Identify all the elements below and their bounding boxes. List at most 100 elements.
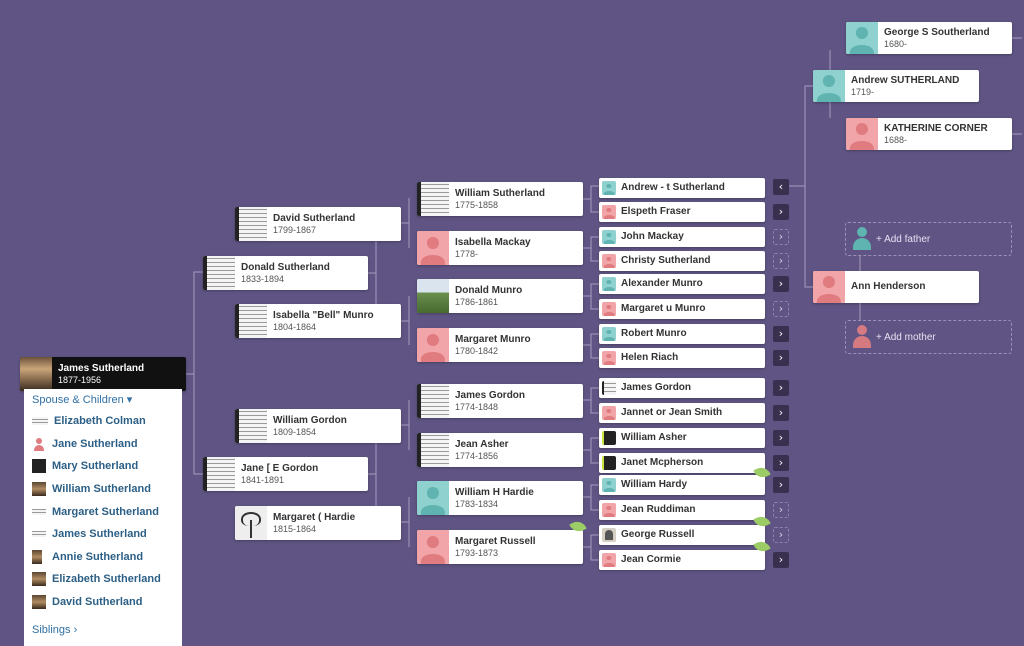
- person-card[interactable]: Andrew SUTHERLAND 1719-: [813, 70, 979, 102]
- person-card-small[interactable]: Janet Mcpherson: [599, 453, 765, 473]
- person-name: Jean Cormie: [621, 554, 682, 565]
- expand-arrow-button[interactable]: ›: [773, 455, 789, 471]
- person-name: Helen Riach: [621, 352, 679, 363]
- person-card-small[interactable]: William Hardy: [599, 475, 765, 495]
- female-silhouette-icon: [602, 553, 616, 567]
- person-card-father[interactable]: Donald Sutherland 1833-1894: [203, 256, 368, 290]
- person-card-small[interactable]: Robert Munro: [599, 324, 765, 344]
- tree-icon: [235, 506, 267, 540]
- person-card-small[interactable]: Andrew - t Sutherland: [599, 178, 765, 198]
- person-card[interactable]: Isabella "Bell" Munro 1804-1864: [235, 304, 401, 338]
- person-name: Margaret Russell: [455, 535, 536, 547]
- record-thumbnail: [235, 207, 267, 241]
- child-item[interactable]: David Sutherland: [24, 591, 182, 614]
- person-name: Elspeth Fraser: [621, 206, 691, 217]
- spouse-children-toggle[interactable]: Spouse & Children ▾: [32, 394, 133, 406]
- expand-arrow-button[interactable]: ›: [773, 502, 789, 518]
- child-item[interactable]: Margaret Sutherland: [24, 500, 182, 523]
- person-card-small[interactable]: Helen Riach: [599, 348, 765, 368]
- person-name: Margaret Munro: [455, 333, 531, 345]
- female-silhouette-icon: [602, 503, 616, 517]
- person-dates: 1815-1864: [273, 523, 317, 534]
- expand-arrow-button[interactable]: ›: [773, 253, 789, 269]
- female-silhouette-icon: [602, 406, 616, 420]
- person-dates: 1775-1858: [455, 199, 499, 210]
- child-name: William Sutherland: [52, 483, 151, 496]
- person-card-small[interactable]: George Russell: [599, 525, 765, 545]
- expand-arrow-button[interactable]: ›: [773, 204, 789, 220]
- male-silhouette-icon: [602, 478, 616, 492]
- person-card[interactable]: KATHERINE CORNER 1688-: [846, 118, 1012, 150]
- add-father-button[interactable]: + Add father: [845, 222, 1012, 256]
- expand-arrow-button[interactable]: ›: [773, 301, 789, 317]
- female-silhouette-icon: [602, 254, 616, 268]
- record-thumbnail: [32, 508, 46, 515]
- person-card[interactable]: William Sutherland 1775-1858: [417, 182, 583, 216]
- male-silhouette-icon: [602, 277, 616, 291]
- person-card-small[interactable]: Jean Cormie: [599, 550, 765, 570]
- person-card-small[interactable]: Alexander Munro: [599, 274, 765, 294]
- child-item[interactable]: James Sutherland: [24, 523, 182, 546]
- male-silhouette-icon: [846, 22, 878, 54]
- expand-arrow-button[interactable]: ›: [773, 430, 789, 446]
- record-thumbnail: [203, 256, 235, 290]
- male-silhouette-icon: [417, 481, 449, 515]
- expand-arrow-button[interactable]: ›: [773, 326, 789, 342]
- person-photo: [32, 549, 42, 564]
- person-card[interactable]: David Sutherland 1799-1867: [235, 207, 401, 241]
- child-item[interactable]: Annie Sutherland: [24, 546, 182, 569]
- person-card-small[interactable]: James Gordon: [599, 378, 765, 398]
- person-name: Isabella Mackay: [455, 236, 531, 248]
- child-item[interactable]: William Sutherland: [24, 478, 182, 501]
- person-card-mother[interactable]: Jane [ E Gordon 1841-1891: [203, 457, 368, 491]
- person-card-small[interactable]: Elspeth Fraser: [599, 202, 765, 222]
- person-name: KATHERINE CORNER: [884, 122, 988, 134]
- child-item[interactable]: Elizabeth Sutherland: [24, 568, 182, 591]
- collapse-arrow-button[interactable]: ‹: [773, 179, 789, 195]
- person-card[interactable]: Isabella Mackay 1778-: [417, 231, 583, 265]
- expand-arrow-button[interactable]: ›: [773, 350, 789, 366]
- expand-arrow-button[interactable]: ›: [773, 527, 789, 543]
- person-card-small[interactable]: William Asher: [599, 428, 765, 448]
- person-card[interactable]: Margaret Munro 1780-1842: [417, 328, 583, 362]
- add-mother-button[interactable]: + Add mother: [845, 320, 1012, 354]
- person-name: Margaret ( Hardie: [273, 511, 356, 523]
- expand-arrow-button[interactable]: ›: [773, 380, 789, 396]
- add-father-label: + Add father: [876, 233, 931, 245]
- person-name: Jane [ E Gordon: [241, 462, 319, 474]
- record-thumbnail: [417, 433, 449, 467]
- person-card[interactable]: William H Hardie 1783-1834: [417, 481, 583, 515]
- person-card[interactable]: Margaret ( Hardie 1815-1864: [235, 506, 401, 540]
- child-item[interactable]: Jane Sutherland: [24, 433, 182, 456]
- person-card[interactable]: Donald Munro 1786-1861: [417, 279, 583, 313]
- person-card[interactable]: Ann Henderson: [813, 271, 979, 303]
- expand-arrow-button[interactable]: ›: [773, 405, 789, 421]
- person-name: William H Hardie: [455, 486, 534, 498]
- child-item[interactable]: Mary Sutherland: [24, 455, 182, 478]
- spouse-name: Elizabeth Colman: [54, 415, 146, 428]
- person-card[interactable]: George S Southerland 1680-: [846, 22, 1012, 54]
- expand-arrow-button[interactable]: ›: [773, 552, 789, 568]
- person-card[interactable]: Jean Asher 1774-1856: [417, 433, 583, 467]
- person-card[interactable]: James Gordon 1774-1848: [417, 384, 583, 418]
- male-silhouette-icon: [602, 181, 616, 195]
- record-thumbnail: [203, 457, 235, 491]
- expand-arrow-button[interactable]: ›: [773, 477, 789, 493]
- root-person-card[interactable]: James Sutherland 1877-1956: [20, 357, 186, 391]
- person-card[interactable]: Margaret Russell 1793-1873: [417, 530, 583, 564]
- person-name: Margaret u Munro: [621, 303, 706, 314]
- person-card[interactable]: William Gordon 1809-1854: [235, 409, 401, 443]
- record-thumbnail: [235, 409, 267, 443]
- expand-arrow-button[interactable]: ›: [773, 229, 789, 245]
- spouse-item[interactable]: Elizabeth Colman: [24, 410, 182, 433]
- person-card-small[interactable]: Jannet or Jean Smith: [599, 403, 765, 423]
- person-card-small[interactable]: Christy Sutherland: [599, 251, 765, 271]
- person-name: Jean Asher: [455, 438, 509, 450]
- person-card-small[interactable]: John Mackay: [599, 227, 765, 247]
- person-card-small[interactable]: Jean Ruddiman: [599, 500, 765, 520]
- expand-arrow-button[interactable]: ›: [773, 276, 789, 292]
- siblings-toggle[interactable]: Siblings ›: [32, 624, 78, 636]
- person-name: Ann Henderson: [851, 281, 926, 292]
- person-dates: 1793-1873: [455, 547, 499, 558]
- person-card-small[interactable]: Margaret u Munro: [599, 299, 765, 319]
